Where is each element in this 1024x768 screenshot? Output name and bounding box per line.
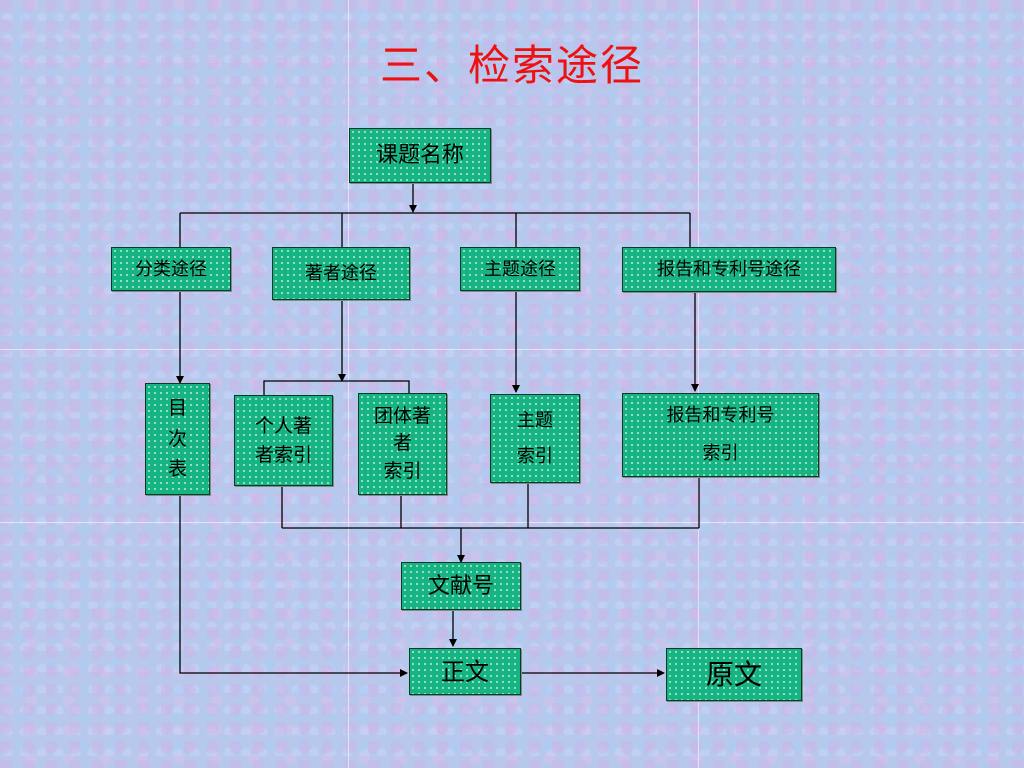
page-title: 三、检索途径 [379, 41, 644, 90]
node-report-patent-route: 报告和专利号途径 [622, 247, 836, 292]
node-document-number: 文献号 [401, 562, 521, 610]
node-topic-name: 课题名称 [349, 128, 491, 183]
node-subject-index: 主题 索引 [490, 394, 580, 483]
background-grid-line [348, 0, 349, 768]
node-catalog-table: 目 次 表 [145, 383, 210, 495]
connector-catalog-to-main [179, 495, 408, 677]
node-main-text: 正文 [409, 648, 521, 695]
node-report-patent-index: 报告和专利号 索引 [622, 393, 819, 477]
background-grid-line [0, 349, 1024, 350]
node-personal-author-index: 个人著 者索引 [234, 395, 333, 486]
connector-author-split [263, 380, 410, 395]
node-corporate-author-index: 团体著 者 索引 [358, 393, 447, 495]
background-grid-line [0, 522, 1024, 523]
node-original-text: 原文 [666, 648, 802, 701]
node-author-route: 著者途径 [272, 247, 410, 300]
node-subject-route: 主题途径 [460, 247, 580, 291]
node-class-route: 分类途径 [111, 247, 231, 291]
